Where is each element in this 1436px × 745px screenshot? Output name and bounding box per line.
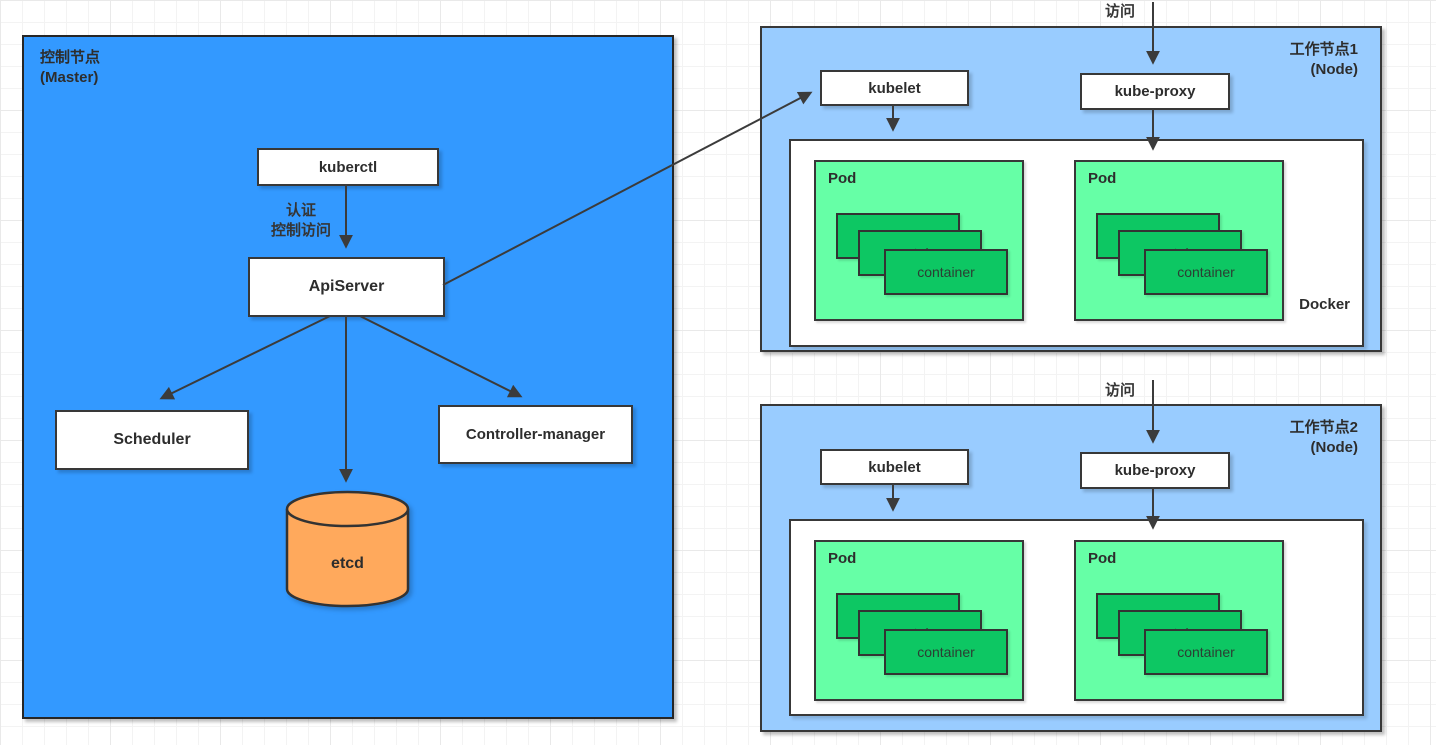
container-label: container <box>1177 264 1235 280</box>
node2-access-label: 访问 <box>1104 382 1135 399</box>
node1-pod-2-container-3: container <box>1144 249 1268 295</box>
apiserver-label: ApiServer <box>308 278 385 295</box>
master-node-box: 控制节点 (Master) kuberctl 认证 控制访问 ApiServer… <box>22 35 674 719</box>
container-label: container <box>1177 644 1235 660</box>
auth-edge-label-line2: 控制访问 <box>270 222 331 239</box>
container-label: container <box>917 264 975 280</box>
controller-manager-box: Controller-manager <box>438 405 633 464</box>
node2-kubelet-label: kubelet <box>868 458 921 476</box>
scheduler-box: Scheduler <box>55 410 249 470</box>
container-label: container <box>917 644 975 660</box>
node1-kube-proxy-box: kube-proxy <box>1080 73 1230 110</box>
node1-access-label: 访问 <box>1104 3 1135 20</box>
kuberctl-box: kuberctl <box>257 148 439 186</box>
master-title-line1: 控制节点 <box>40 49 101 66</box>
node2-title-line2: (Node) <box>1310 439 1359 456</box>
node1-pod-1: Pod container container container <box>814 160 1024 321</box>
node1-docker-label: Docker <box>1299 296 1350 313</box>
node2-kube-proxy-box: kube-proxy <box>1080 452 1230 489</box>
master-title-line2: (Master) <box>40 69 99 86</box>
node2-pod-2-label: Pod <box>1088 550 1117 567</box>
node1-pod-1-label: Pod <box>828 170 857 187</box>
node1-pod-2: Pod container container container <box>1074 160 1284 321</box>
auth-edge-label-line1: 认证 <box>285 202 316 219</box>
etcd-cylinder-shape <box>285 490 410 608</box>
etcd-cylinder: etcd <box>285 489 410 609</box>
node1-title: 工作节点1 (Node) <box>1290 40 1358 80</box>
kuberctl-label: kuberctl <box>318 158 378 176</box>
master-title: 控制节点 (Master) <box>40 48 100 88</box>
node2-pod-2-container-3: container <box>1144 629 1268 675</box>
node1-pod-2-label: Pod <box>1088 170 1117 187</box>
node2-kubelet-box: kubelet <box>820 449 969 485</box>
node2-pod-2: Pod container container container <box>1074 540 1284 701</box>
controller-manager-label: Controller-manager <box>465 426 606 443</box>
node2-pod-1-label: Pod <box>828 550 857 567</box>
scheduler-label: Scheduler <box>113 431 191 448</box>
auth-edge-label: 认证 控制访问 <box>246 201 356 241</box>
node1-title-line1: 工作节点1 <box>1289 41 1358 58</box>
node2-kube-proxy-label: kube-proxy <box>1114 462 1196 479</box>
node1-pod-1-container-3: container <box>884 249 1008 295</box>
apiserver-box: ApiServer <box>248 257 445 317</box>
node1-kubelet-box: kubelet <box>820 70 969 106</box>
node2-pod-1: Pod container container container <box>814 540 1024 701</box>
node1-kubelet-label: kubelet <box>868 79 921 97</box>
node2-title-line1: 工作节点2 <box>1289 419 1358 436</box>
worker-node-2-box: 工作节点2 (Node) kubelet kube-proxy Pod cont… <box>760 404 1382 732</box>
node1-docker-box: Docker Pod container container container… <box>789 139 1364 347</box>
worker-node-1-box: 工作节点1 (Node) kubelet kube-proxy Docker P… <box>760 26 1382 352</box>
node2-pod-1-container-3: container <box>884 629 1008 675</box>
etcd-label: etcd <box>331 555 364 572</box>
node2-docker-box: Pod container container container Pod co… <box>789 519 1364 716</box>
node2-title: 工作节点2 (Node) <box>1290 418 1358 458</box>
node1-title-line2: (Node) <box>1310 61 1359 78</box>
node1-kube-proxy-label: kube-proxy <box>1114 83 1196 100</box>
